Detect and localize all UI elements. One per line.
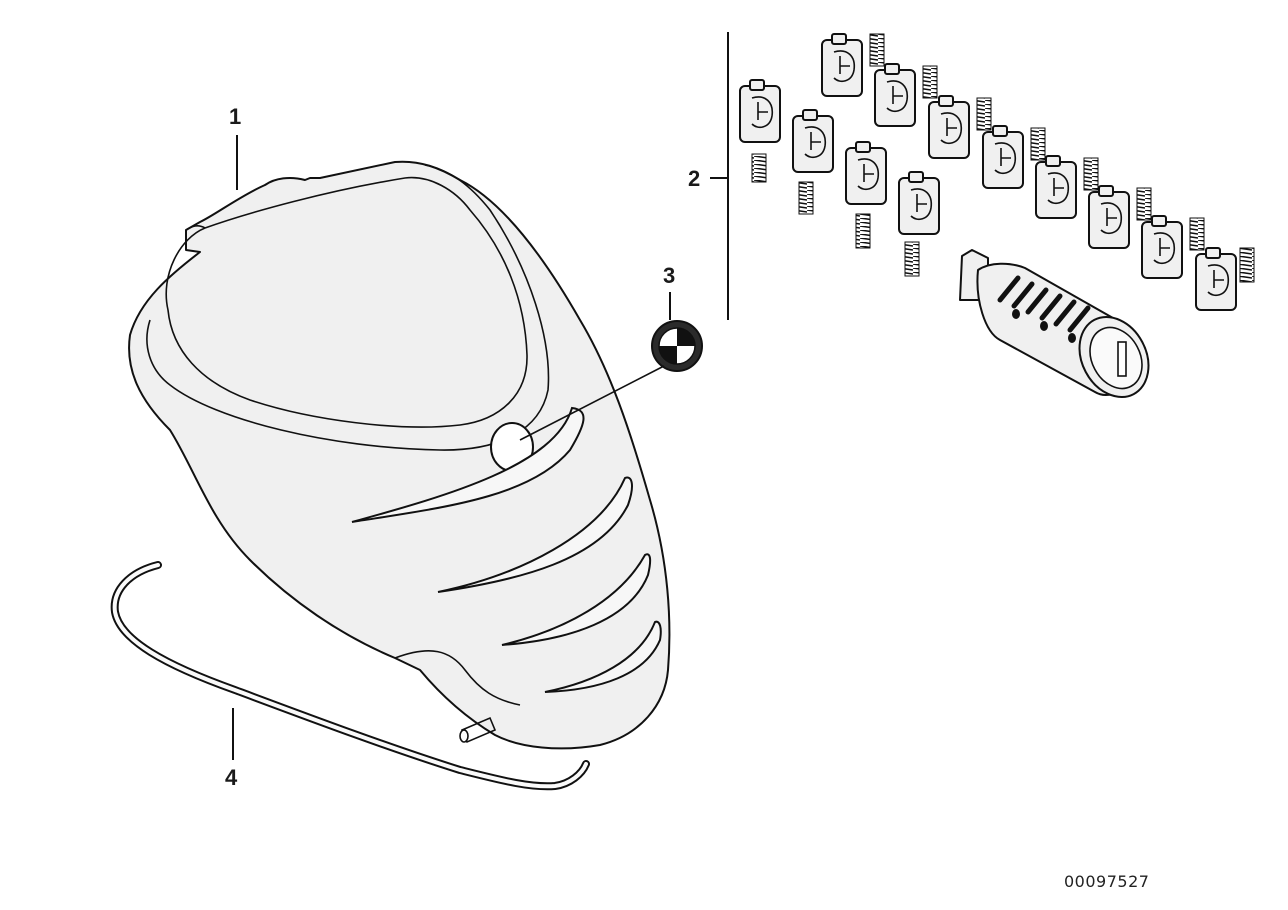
lock-cylinder (959, 249, 1150, 399)
trim-strip-part[interactable] (110, 561, 590, 791)
leader-line-3b (519, 365, 665, 441)
diagram-id-label: 00097527 (1064, 872, 1150, 891)
callout-label-2: 2 (688, 166, 701, 191)
lock-set-part[interactable] (727, 32, 1255, 409)
emblem-badge-part[interactable] (651, 320, 703, 372)
callout-label-4: 4 (225, 765, 238, 790)
callout-label-3: 3 (663, 263, 676, 288)
front-cover-part[interactable] (128, 160, 671, 750)
callout-label-1: 1 (229, 104, 242, 129)
